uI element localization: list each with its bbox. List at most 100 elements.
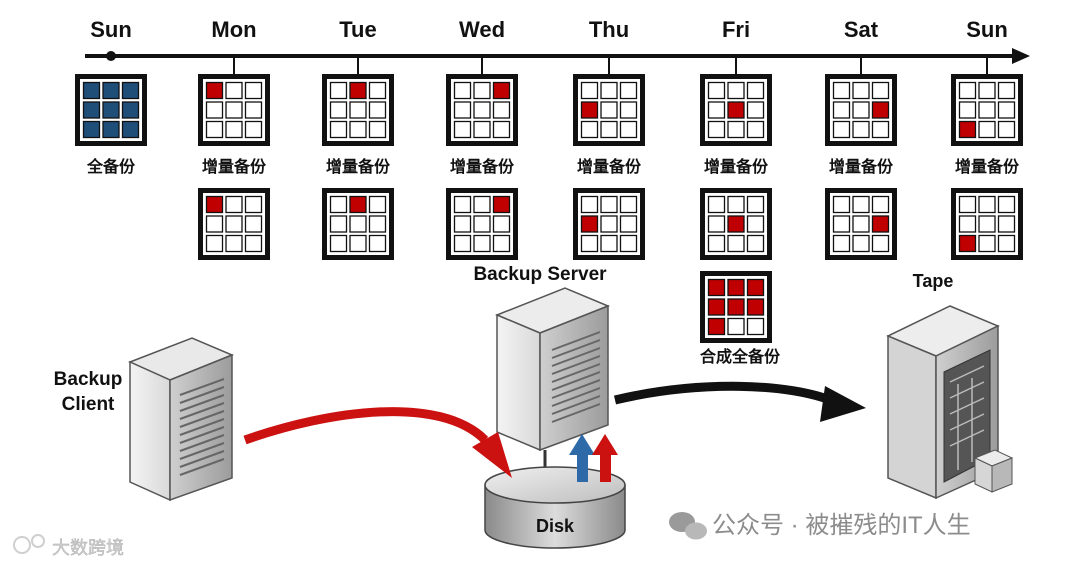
grid-cell-empty: [707, 234, 726, 253]
grid-cell-empty: [727, 234, 745, 253]
grid-cell-empty: [225, 234, 243, 253]
grid-cell-empty: [852, 234, 870, 253]
day-label: Thu: [589, 17, 629, 42]
grid-cell-empty: [978, 215, 996, 233]
grid-cell-empty: [600, 81, 618, 100]
grid-cell-empty: [349, 234, 367, 253]
grid-cell-empty: [329, 195, 348, 214]
grid-cell-filled: [707, 317, 726, 336]
grid-cell-empty: [619, 195, 638, 214]
grid-cell-empty: [852, 81, 870, 100]
grid-cell-empty: [997, 195, 1016, 214]
grid-cell-filled: [958, 234, 977, 253]
grid-cell-empty: [619, 215, 638, 233]
grid-cell-filled: [349, 81, 367, 100]
day-label: Tue: [339, 17, 376, 42]
grid-cell-empty: [832, 101, 851, 119]
grid-cell-filled: [492, 81, 511, 100]
grid-cell-empty: [205, 234, 224, 253]
grid-cell-empty: [368, 195, 387, 214]
grid-cell-filled: [746, 298, 765, 316]
grid-cell-empty: [473, 215, 491, 233]
grid-cell-filled: [580, 101, 599, 119]
incremental-backup-label: 增量备份: [704, 157, 769, 176]
grid-cell-empty: [473, 120, 491, 139]
grid-cell-empty: [600, 234, 618, 253]
grid-cell-empty: [871, 195, 890, 214]
grid-cell-filled: [727, 215, 745, 233]
grid-cell-empty: [871, 234, 890, 253]
backup-server-icon: [495, 287, 610, 470]
grid-cell-empty: [329, 234, 348, 253]
grid-cell-empty: [492, 101, 511, 119]
grid-cell-filled: [727, 298, 745, 316]
grid-cell-filled: [102, 81, 120, 100]
incremental-backup-grid-row2: [951, 188, 1023, 260]
grid-cell-empty: [978, 234, 996, 253]
grid-cell-empty: [349, 120, 367, 139]
grid-cell-empty: [746, 120, 765, 139]
grid-cell-empty: [707, 81, 726, 100]
grid-cell-filled: [121, 120, 140, 139]
grid-cell-empty: [978, 81, 996, 100]
bottom-left-watermark: 大数跨境: [13, 534, 124, 558]
grid-cell-filled: [205, 195, 224, 214]
grid-cell-empty: [727, 81, 745, 100]
grid-cell-empty: [619, 81, 638, 100]
full-backup-grid: [75, 74, 147, 146]
incremental-backup-label: 增量备份: [326, 157, 391, 176]
grid-cell-empty: [600, 195, 618, 214]
grid-cell-empty: [453, 101, 472, 119]
grid-cell-empty: [978, 195, 996, 214]
grid-cell-empty: [746, 101, 765, 119]
full-backup-label: 全备份: [86, 157, 136, 176]
grid-cell-empty: [205, 101, 224, 119]
grid-cell-empty: [244, 195, 263, 214]
grid-cell-empty: [205, 120, 224, 139]
day-label: Mon: [211, 17, 256, 42]
incremental-backup-label: 增量备份: [577, 157, 642, 176]
bottom-left-watermark-text: 大数跨境: [52, 538, 124, 558]
grid-cell-empty: [978, 101, 996, 119]
grid-cell-empty: [368, 81, 387, 100]
disk-label: Disk: [536, 516, 575, 536]
grid-cell-empty: [997, 101, 1016, 119]
grid-cell-empty: [707, 195, 726, 214]
disk-to-server-red-arrow: [592, 434, 618, 482]
grid-cell-empty: [329, 101, 348, 119]
incremental-backup-grid: [198, 74, 270, 146]
grid-cell-empty: [727, 195, 745, 214]
grid-cell-empty: [492, 234, 511, 253]
grid-cell-empty: [997, 215, 1016, 233]
grid-cell-empty: [473, 81, 491, 100]
grid-cell-filled: [102, 120, 120, 139]
grid-cell-empty: [225, 81, 243, 100]
incremental-backup-grid-row2: [573, 188, 645, 260]
server-to-tape-arrow: [613, 381, 866, 422]
incremental-backup-grid-row2: [446, 188, 518, 260]
synthetic-full-label: 合成全备份: [700, 347, 781, 366]
grid-cell-filled: [102, 101, 120, 119]
grid-cell-empty: [453, 195, 472, 214]
bottom-right-watermark-text: 公众号 · 被摧残的IT人生: [712, 512, 971, 539]
disk-to-server-blue-arrow: [569, 434, 595, 482]
grid-cell-filled: [580, 215, 599, 233]
grid-cell-empty: [832, 81, 851, 100]
grid-cell-empty: [580, 120, 599, 139]
incremental-backup-label: 增量备份: [955, 157, 1020, 176]
grid-cell-empty: [871, 81, 890, 100]
grid-cell-empty: [746, 234, 765, 253]
grid-cell-empty: [746, 317, 765, 336]
grid-cell-empty: [473, 234, 491, 253]
grid-cell-empty: [329, 81, 348, 100]
grid-cell-empty: [580, 81, 599, 100]
incremental-backup-grid-row2: [322, 188, 394, 260]
grid-cell-empty: [958, 215, 977, 233]
grid-cell-empty: [580, 195, 599, 214]
grid-cell-empty: [600, 101, 618, 119]
disk-icon: [484, 466, 626, 549]
tape-library-icon: [886, 305, 1014, 500]
grid-cell-filled: [492, 195, 511, 214]
grid-cell-empty: [349, 215, 367, 233]
grid-cell-empty: [225, 215, 243, 233]
